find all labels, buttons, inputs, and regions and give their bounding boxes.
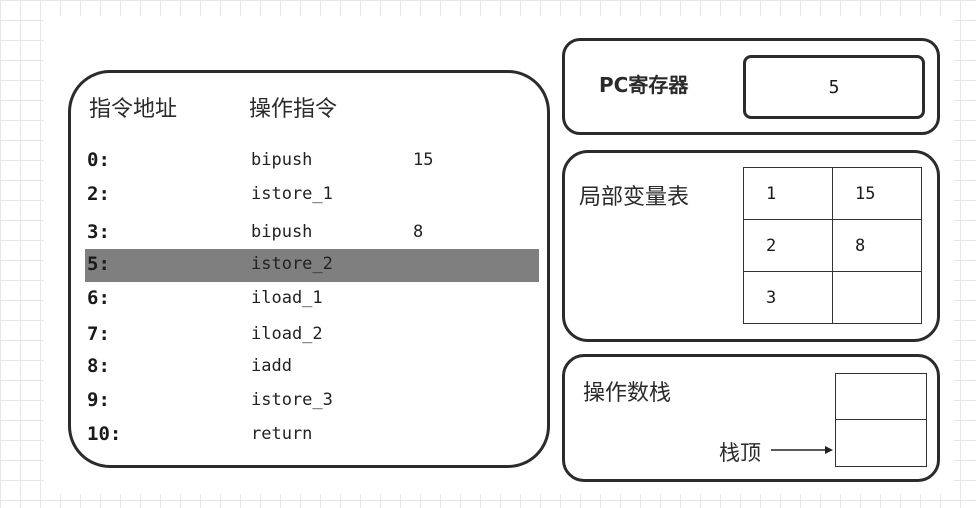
operand-stack-panel: 操作数栈 栈顶 <box>562 354 940 482</box>
instruction-row: 7: iload_2 <box>71 319 547 352</box>
instruction-row-current: 5: istore_2 <box>85 249 539 282</box>
local-variable-slot: 1 <box>743 167 833 220</box>
instruction-opcode: iload_2 <box>251 324 323 344</box>
instruction-row: 3: bipush 8 <box>71 217 547 250</box>
local-variable-value: 15 <box>832 167 922 220</box>
instruction-address: 7: <box>87 323 110 345</box>
instruction-panel: 指令地址 操作指令 0: bipush 15 2: istore_1 3: bipush 8 5… <box>68 70 550 468</box>
instruction-operand: 15 <box>413 150 434 170</box>
instruction-address: 9: <box>87 389 110 411</box>
instruction-operand: 8 <box>413 222 424 242</box>
local-variable-slot: 2 <box>743 219 833 272</box>
instruction-address: 0: <box>87 149 110 171</box>
instruction-address: 5: <box>87 253 110 275</box>
local-variables-label: 局部变量表 <box>579 185 690 210</box>
instruction-row: 6: iload_1 <box>71 283 547 316</box>
operand-stack-label: 操作数栈 <box>583 381 672 406</box>
stack-top-arrow-icon <box>771 446 833 454</box>
stack-top-label: 栈顶 <box>719 441 761 465</box>
instruction-opcode: iadd <box>251 356 292 376</box>
opcode-header: 操作指令 <box>249 97 338 122</box>
local-variable-value <box>832 271 922 324</box>
instruction-row: 0: bipush 15 <box>71 145 547 178</box>
pc-register-value-box: 5 <box>743 55 925 119</box>
instruction-row: 2: istore_1 <box>71 179 547 212</box>
local-variable-row: 3 <box>743 271 922 324</box>
pc-register-value: 5 <box>828 76 840 98</box>
instruction-row: 9: istore_3 <box>71 385 547 418</box>
instruction-opcode: istore_3 <box>251 390 333 410</box>
instruction-address: 3: <box>87 221 110 243</box>
pc-register-label: PC寄存器 <box>599 73 689 97</box>
instruction-opcode: bipush <box>251 150 313 170</box>
stack-slot <box>835 373 927 421</box>
address-header: 指令地址 <box>89 97 178 122</box>
stack-slot-top <box>835 419 927 467</box>
instruction-address: 10: <box>87 423 122 445</box>
local-variable-slot: 3 <box>743 271 833 324</box>
instruction-row: 8: iadd <box>71 351 547 384</box>
instruction-row: 10: return <box>71 419 547 452</box>
instruction-opcode: istore_1 <box>251 184 333 204</box>
pc-register-panel: PC寄存器 5 <box>562 38 940 135</box>
instruction-opcode: return <box>251 424 313 444</box>
instruction-address: 8: <box>87 355 110 377</box>
instruction-opcode: istore_2 <box>251 254 333 274</box>
instruction-opcode: bipush <box>251 222 313 242</box>
instruction-address: 6: <box>87 287 110 309</box>
instruction-opcode: iload_1 <box>251 288 323 308</box>
instruction-address: 2: <box>87 183 110 205</box>
local-variable-value: 8 <box>832 219 922 272</box>
